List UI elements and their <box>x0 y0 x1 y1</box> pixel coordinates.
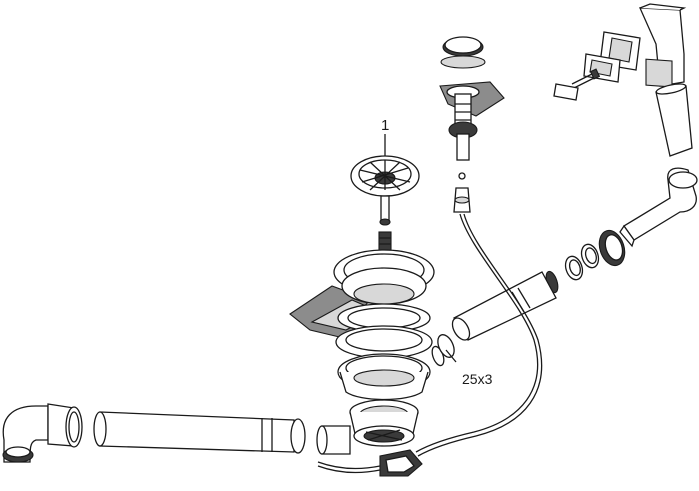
overflow-outlet <box>553 3 693 157</box>
popup-actuator <box>439 36 505 213</box>
drain-pipe <box>2 403 306 463</box>
oring-size-label: 25x3 <box>462 371 493 387</box>
drain-body <box>316 399 423 477</box>
overflow-hose <box>451 167 698 341</box>
basin-rings <box>289 249 455 401</box>
strainer-assembly <box>350 134 420 253</box>
callouts: 1 25x3 <box>381 117 493 387</box>
part-number-label: 1 <box>381 117 389 134</box>
bowden-cable <box>415 213 543 457</box>
